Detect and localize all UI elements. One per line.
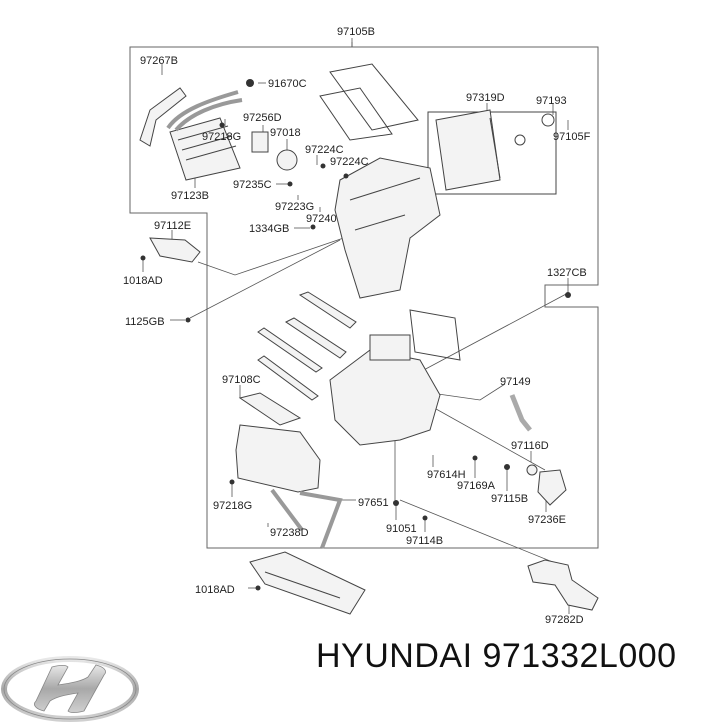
part-title: HYUNDAI 971332L000	[316, 637, 677, 675]
part-97282d-duct	[527, 559, 599, 611]
part-door-1	[298, 291, 357, 329]
label-1334gb: 1334GB	[249, 223, 290, 235]
part-97267b-bracket	[139, 87, 187, 147]
label-1125gb: 1125GB	[125, 316, 165, 328]
label-97218g-top: 97218G	[202, 131, 242, 143]
label-97105b: 97105B	[337, 26, 375, 38]
label-97224c-b: 97224C	[330, 156, 369, 168]
label-97018: 97018	[270, 127, 301, 139]
hyundai-logo-icon	[1, 656, 139, 722]
part-97319d-box	[427, 111, 557, 195]
part-heater-core	[169, 117, 241, 181]
part-door-4	[257, 355, 319, 401]
part-bottom-cover	[249, 551, 366, 615]
part-upper-housing	[334, 157, 441, 299]
frame-upper	[129, 42, 599, 549]
label-97235c: 97235C	[233, 179, 272, 191]
label-97115b: 97115B	[491, 493, 529, 505]
part-door-3	[257, 327, 323, 373]
label-97238d: 97238D	[270, 527, 309, 539]
label-97108c: 97108C	[222, 374, 261, 386]
label-97256d: 97256D	[243, 112, 282, 124]
part-evaporator	[435, 109, 501, 191]
label-97223g: 97223G	[275, 201, 315, 213]
part-97112e-duct	[149, 237, 201, 263]
label-97240: 97240	[306, 213, 337, 225]
part-97651-hose	[299, 491, 343, 549]
label-97319d: 97319D	[466, 92, 505, 104]
label-97114b: 97114B	[406, 535, 444, 547]
label-91670c: 91670C	[268, 78, 307, 90]
label-97651: 97651	[358, 497, 389, 509]
label-1018ad-left: 1018AD	[123, 275, 163, 287]
label-97169a: 97169A	[457, 480, 495, 492]
label-1018ad-bottom: 1018AD	[195, 584, 235, 596]
label-97149: 97149	[500, 376, 531, 388]
label-97282d: 97282D	[545, 614, 584, 626]
part-blower-case	[235, 424, 321, 493]
part-97149-hose	[509, 394, 532, 432]
fastener-97218g	[219, 122, 225, 128]
label-97224c-a: 97224C	[305, 144, 344, 156]
label-91051: 91051	[386, 523, 417, 535]
label-97614h: 97614H	[427, 469, 466, 481]
label-97116d: 97116D	[511, 440, 549, 452]
part-97116d	[526, 464, 538, 476]
part-lower-housing	[329, 349, 441, 446]
part-gasket	[409, 309, 461, 361]
part-heater-pipes	[166, 90, 239, 130]
label-97112e: 97112E	[154, 220, 192, 232]
label-97193: 97193	[536, 95, 567, 107]
label-97267b: 97267B	[140, 55, 178, 67]
part-door-2	[285, 317, 347, 359]
part-97238d-hose	[270, 488, 304, 532]
leader-lines	[142, 38, 570, 614]
part-filter-frame	[329, 63, 419, 131]
label-97236e: 97236E	[528, 514, 566, 526]
part-97236e-motor	[537, 469, 567, 506]
fastener-91670c	[246, 79, 254, 87]
label-97105f: 97105F	[553, 131, 591, 143]
label-97218g-bottom: 97218G	[213, 500, 253, 512]
part-97256d	[251, 131, 269, 153]
part-97108c-tray	[238, 392, 302, 426]
part-97018-actuator	[276, 149, 298, 171]
label-97123b: 97123B	[171, 190, 209, 202]
label-1327cb: 1327CB	[547, 267, 587, 279]
